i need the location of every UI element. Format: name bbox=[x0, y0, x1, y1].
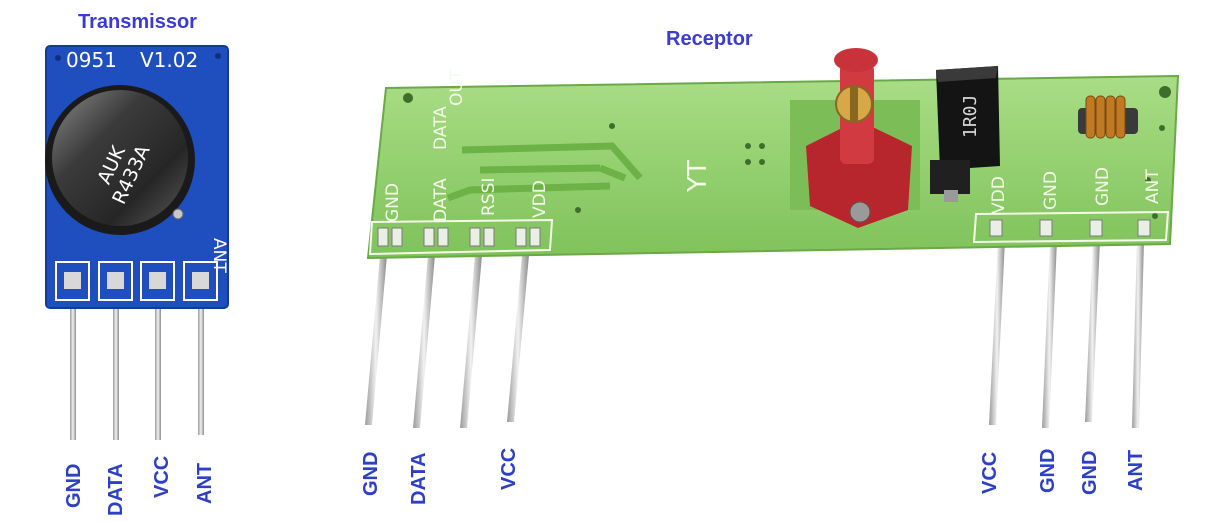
rx-pin-label-data: DATA bbox=[408, 452, 430, 505]
rx-pcb-label-data2: DATA bbox=[431, 106, 451, 150]
rx-header-pins bbox=[377, 219, 1151, 247]
rx-pcb-label-ant-right: ANT bbox=[1143, 169, 1163, 204]
rx-inductor: 1R0J bbox=[930, 66, 1000, 202]
tx-pin-label-vcc: VCC bbox=[151, 455, 173, 498]
transmitter-pins bbox=[70, 290, 204, 440]
rx-pin-label-gnd-right1: GND bbox=[1037, 448, 1059, 493]
rx-pcb-label-vdd: VDD bbox=[530, 180, 550, 218]
rx-coil bbox=[1078, 95, 1138, 139]
rx-pcb-label-gnd-right2: GND bbox=[1093, 167, 1113, 206]
rx-traces bbox=[446, 142, 643, 202]
tx-pin-ant bbox=[198, 290, 204, 435]
rx-pin-label-vcc-right: VCC bbox=[979, 451, 1001, 494]
rx-pin-label-gnd-right2: GND bbox=[1079, 450, 1101, 495]
transmitter-module: 0951 V1.02 AUK R433A ANT bbox=[45, 45, 229, 440]
rx-pcb-label-gnd-right1: GND bbox=[1041, 171, 1061, 210]
rx-pcb-label-yt: YT bbox=[683, 160, 713, 193]
tx-board-code: 0951 bbox=[66, 48, 117, 72]
receiver-title: Receptor bbox=[666, 28, 753, 50]
rx-pin-label-vcc: VCC bbox=[498, 447, 520, 490]
rx-inductor-text: 1R0J bbox=[960, 95, 981, 138]
tx-board-version: V1.02 bbox=[140, 48, 198, 72]
transmitter-title: Transmissor bbox=[78, 11, 197, 33]
rx-header-outlines bbox=[368, 210, 1170, 256]
rx-pin-label-gnd: GND bbox=[360, 451, 382, 496]
tx-pin-label-ant: ANT bbox=[194, 462, 216, 504]
rx-pin-label-ant-right: ANT bbox=[1125, 449, 1147, 491]
tx-pcb-ant-label: ANT bbox=[209, 238, 229, 273]
tx-pin-label-gnd: GND bbox=[63, 463, 85, 508]
tx-pads bbox=[55, 261, 218, 301]
receiver-module: GND DATA DATA OUT RSSI VDD YT VDD GND GN… bbox=[365, 48, 1180, 428]
tx-crystal-can bbox=[52, 90, 188, 226]
rx-pcb-label-rssi: RSSI bbox=[479, 178, 499, 216]
tx-pin-vcc bbox=[155, 290, 161, 440]
rx-pcb-label-vdd-right: VDD bbox=[989, 176, 1009, 214]
receiver-left-pins bbox=[365, 255, 529, 428]
tx-pin-data bbox=[113, 290, 119, 440]
receiver-right-pins bbox=[989, 240, 1144, 428]
tx-pin-label-data: DATA bbox=[105, 463, 127, 516]
rx-pcb-label-data1: DATA bbox=[431, 178, 451, 222]
rx-pcb-label-out: OUT bbox=[447, 69, 467, 106]
rx-potentiometer bbox=[806, 48, 912, 228]
tx-pin-gnd bbox=[70, 290, 76, 440]
rx-pcb-label-gnd: GND bbox=[383, 183, 403, 222]
